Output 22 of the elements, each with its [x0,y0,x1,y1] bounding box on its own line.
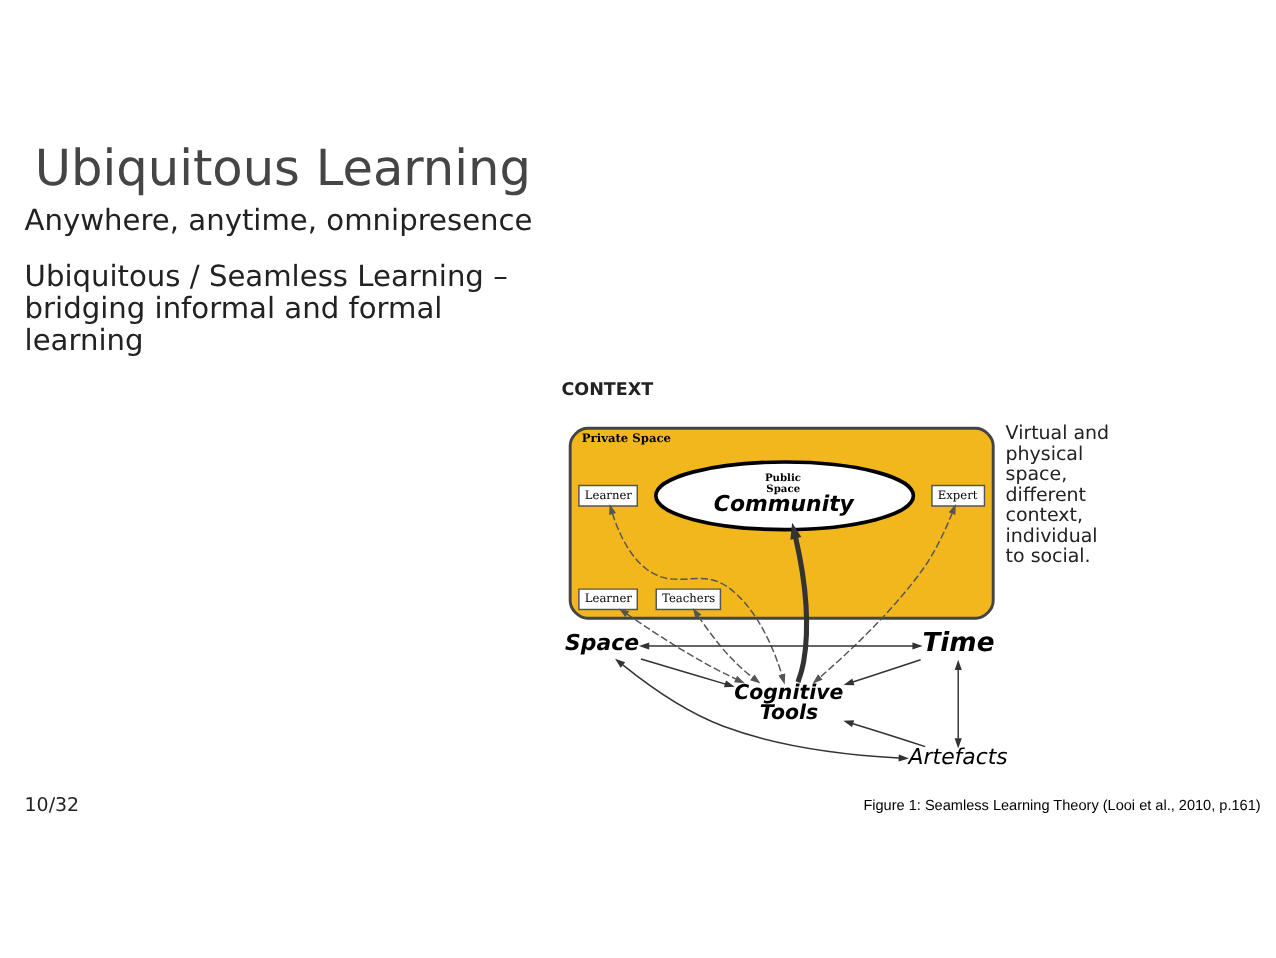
diagram-title: Ubiquitous Learning [34,139,531,198]
node-text: Space [565,629,640,656]
arrow [954,659,962,749]
label: Virtual and physical space, different context, individual to social. [1005,423,1110,568]
arrow [843,720,926,748]
arrow [692,607,761,684]
arrow [640,658,735,688]
caption: Figure 1: Seamless Learning Theory (Looi et al., 2010, p.161) [863,796,1261,815]
arrow [638,642,923,650]
arrow [618,608,745,684]
node-text: Time [922,628,995,659]
label: CONTEXT [561,380,654,401]
arrow [843,659,922,686]
arrow [615,658,909,762]
node-text: Cognitive Tools [734,682,844,726]
node-text: Artefacts [908,744,1008,771]
label: Anywhere, anytime, omnipresence [24,204,533,239]
arrow [790,522,810,683]
arrow [609,504,786,685]
arrow [812,504,956,684]
label: 10/32 [24,795,80,818]
label: Ubiquitous / Seamless Learning – bridging informal and formal learning [24,259,508,358]
